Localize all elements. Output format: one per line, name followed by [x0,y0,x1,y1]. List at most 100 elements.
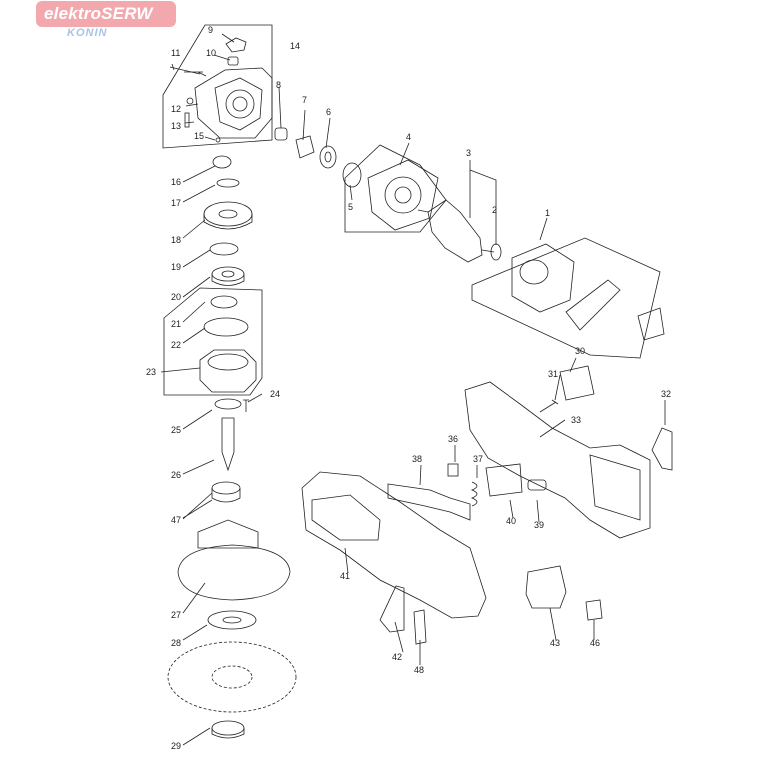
part-5-o-ring [342,162,362,188]
callout-22: 22 [171,340,181,350]
callout-41: 41 [340,571,350,581]
callout-47: 47 [171,515,181,525]
callout-12: 12 [171,104,181,114]
group-outline-23 [163,287,263,396]
callout-2: 2 [492,205,497,215]
callout-24: 24 [270,389,280,399]
part-48-label [413,609,427,645]
part-29-lock-nut [211,720,245,736]
part-14-gear-housing [194,67,273,139]
part-12-ring [186,97,194,105]
part-18-bevel-gear [203,201,253,227]
part-8-nut [274,127,288,141]
callout-8: 8 [276,80,281,90]
part-1-heatsink [565,279,621,331]
part-6-bearing [319,145,337,169]
callout-40: 40 [506,516,516,526]
part-26-spindle [221,417,235,472]
callout-20: 20 [171,292,181,302]
part-19-retaining-ring [209,242,239,256]
callout-30: 30 [575,346,585,356]
callout-43: 43 [550,638,560,648]
part-3-rotor [427,199,483,263]
callout-6: 6 [326,107,331,117]
part-28-inner-flange [207,610,257,630]
callout-23: 23 [146,367,156,377]
callout-1: 1 [545,208,550,218]
callout-36: 36 [448,434,458,444]
part-2-bearing [490,243,502,261]
part-9-lever [225,37,247,53]
callout-labels: 1 2 3 4 5 6 7 8 9 10 11 12 13 14 15 16 1… [146,25,671,751]
part-16-nut [212,155,232,169]
part-17-retaining-ring [216,178,240,188]
callout-16: 16 [171,177,181,187]
part-39-button [527,479,547,491]
part-37-spring [470,481,478,507]
callout-4: 4 [406,132,411,142]
part-20-bearing [211,266,245,282]
callout-42: 42 [392,652,402,662]
part-27-wheel-guard [177,544,291,601]
part-43-terminal [525,565,567,609]
callout-7: 7 [302,95,307,105]
part-21-ring [210,295,238,309]
callout-27: 27 [171,610,181,620]
callout-15: 15 [194,131,204,141]
callout-3: 3 [466,148,471,158]
callout-25: 25 [171,425,181,435]
part-47-collar [211,481,241,495]
callout-11: 11 [171,48,180,58]
part-4-bearing-box [367,159,439,231]
part-13-pin [184,112,190,128]
part-7-pinion [295,135,315,159]
callout-14: 14 [290,41,300,51]
callout-21: 21 [171,319,181,329]
part-1-stator [511,243,575,313]
callout-48: 48 [414,665,424,675]
part-10-nut [227,56,239,66]
group-outline-1 [471,237,661,359]
part-36-terminal [447,463,459,477]
part-22-o-ring [203,317,249,337]
callout-32: 32 [661,389,671,399]
brand-city: KONIN [67,27,108,39]
part-46-label [585,599,603,621]
part-30-label-plate [559,365,595,401]
callout-33: 33 [571,415,581,425]
callout-29: 29 [171,741,181,751]
callout-38: 38 [412,454,422,464]
part-32-bracket [651,427,673,471]
part-1-sensor [637,307,665,341]
callout-10: 10 [206,48,216,58]
part-42-bracket [379,585,405,633]
part-15-pin [215,137,221,143]
part-31-screw [539,399,559,413]
callout-9: 9 [208,25,213,35]
callout-19: 19 [171,262,181,272]
part-11-screw [169,63,207,77]
part-33-housing [464,381,651,539]
group-outline-4 [344,144,447,233]
callout-39: 39 [534,520,544,530]
callout-31: 31 [548,369,558,379]
callout-26: 26 [171,470,181,480]
part-40-switch [485,463,523,497]
callout-13: 13 [171,121,181,131]
callout-37: 37 [473,454,483,464]
part-24-screw [243,399,249,412]
grinding-wheel-dashed [167,641,297,713]
part-23-bearing-box [199,349,257,393]
part-38-switch-lever [387,483,471,521]
callout-17: 17 [171,198,181,208]
callout-5: 5 [348,202,353,212]
callout-28: 28 [171,638,181,648]
part-25-ring [214,398,242,410]
brand-logo: elektroSERW [36,1,176,27]
part-41-housing [301,471,487,619]
brand-name: elektroSERW [44,4,153,23]
callout-18: 18 [171,235,181,245]
callout-46: 46 [590,638,600,648]
